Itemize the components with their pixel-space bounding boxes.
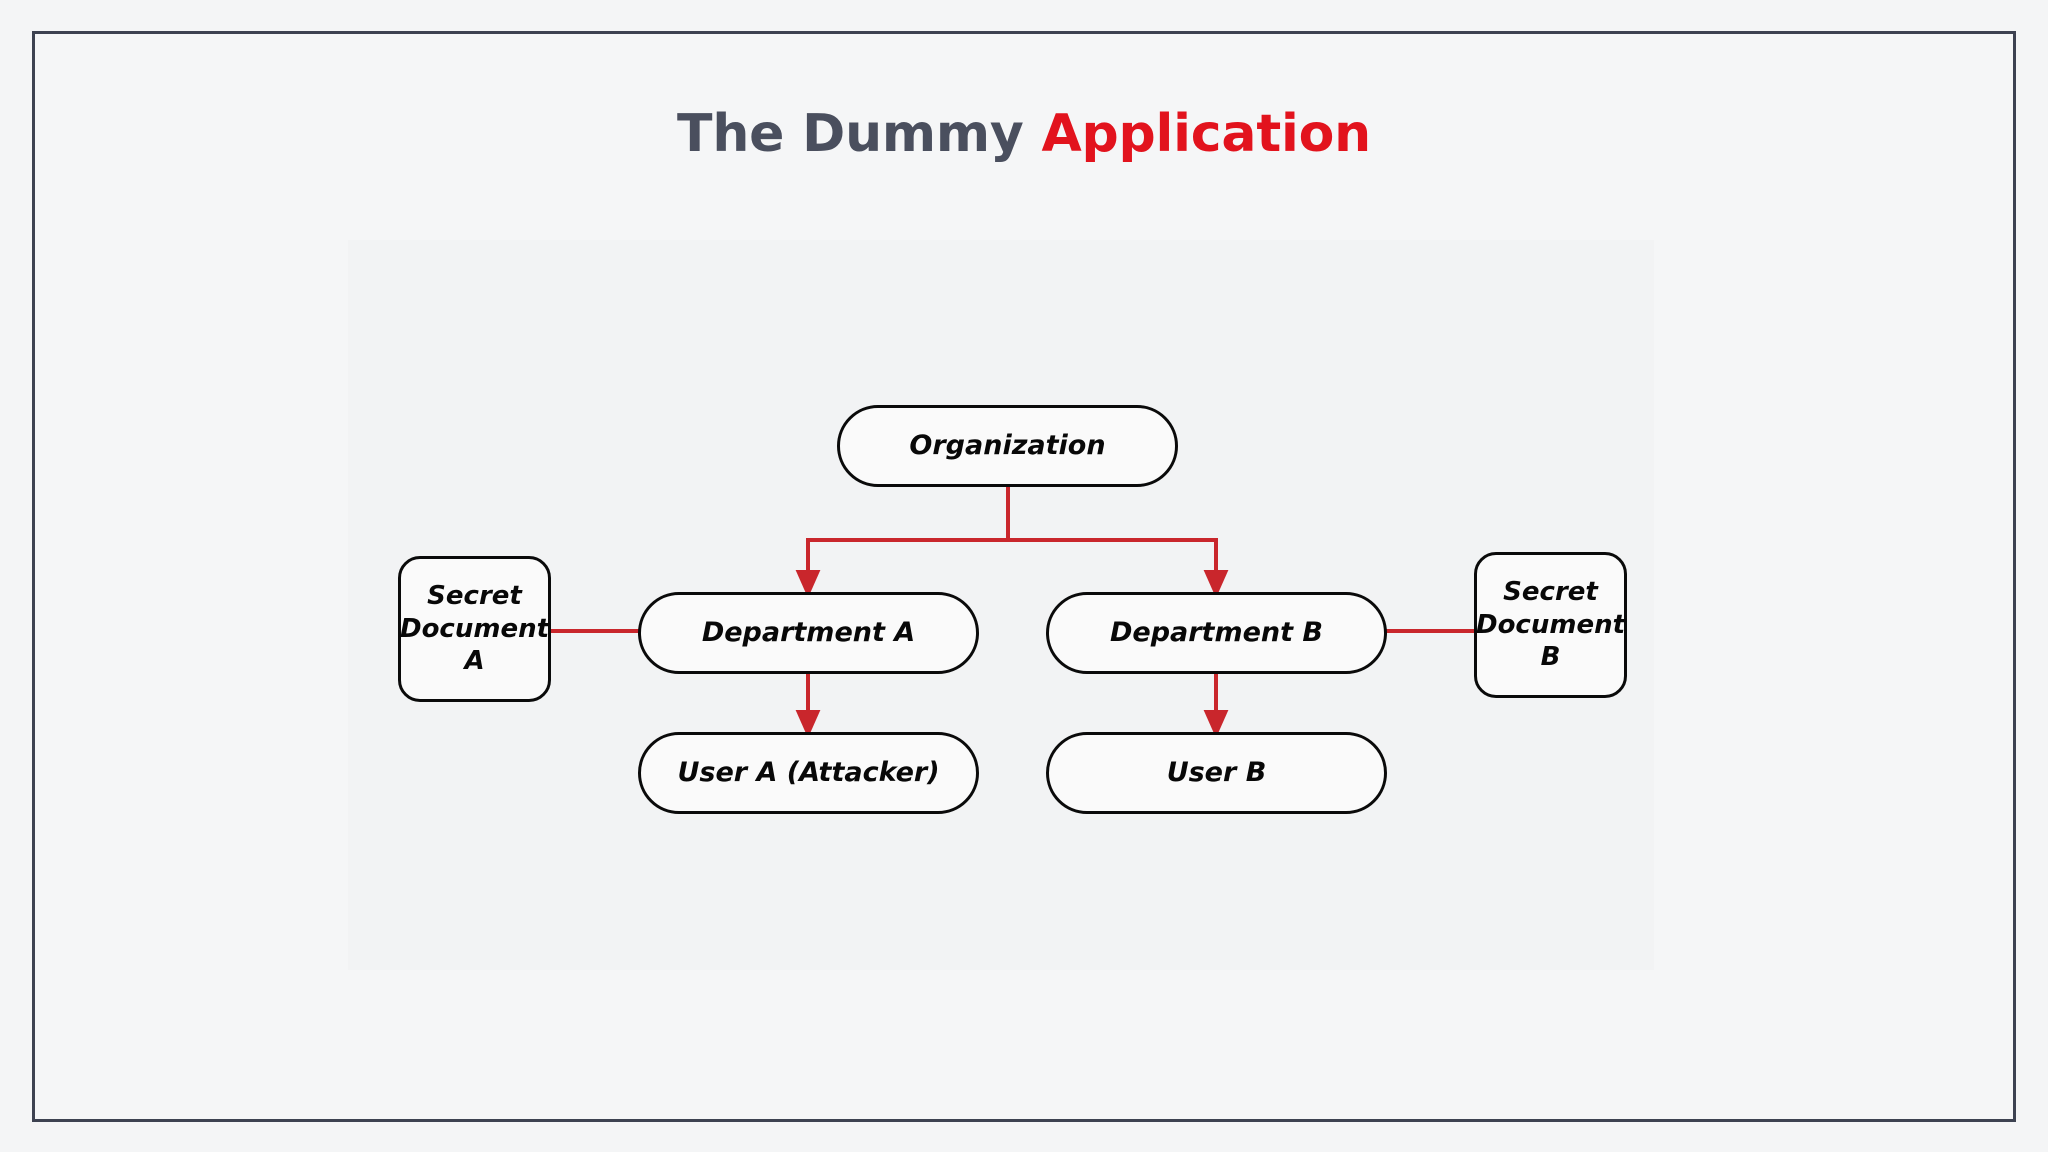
page-title-main: The Dummy (677, 104, 1042, 164)
diagram-node-user-b[interactable]: User B (1046, 732, 1387, 814)
diagram-canvas (348, 240, 1654, 970)
node-label: User A (Attacker) (677, 756, 940, 788)
diagram-node-department-a[interactable]: Department A (638, 592, 979, 674)
diagram-node-secret-document-b[interactable]: Secret Document B (1474, 552, 1627, 698)
node-label: Department A (701, 616, 916, 648)
node-label: Department B (1109, 616, 1324, 648)
page-title-accent: Application (1041, 104, 1371, 164)
diagram-node-user-a[interactable]: User A (Attacker) (638, 732, 979, 814)
node-label: Secret Document A (399, 580, 550, 677)
node-label: Organization (909, 429, 1106, 461)
diagram-node-organization[interactable]: Organization (837, 405, 1178, 487)
diagram-node-secret-document-a[interactable]: Secret Document A (398, 556, 551, 702)
page-title: The Dummy Application (0, 104, 2048, 164)
node-label: Secret Document B (1475, 576, 1626, 673)
node-label: User B (1166, 756, 1267, 788)
diagram-node-department-b[interactable]: Department B (1046, 592, 1387, 674)
